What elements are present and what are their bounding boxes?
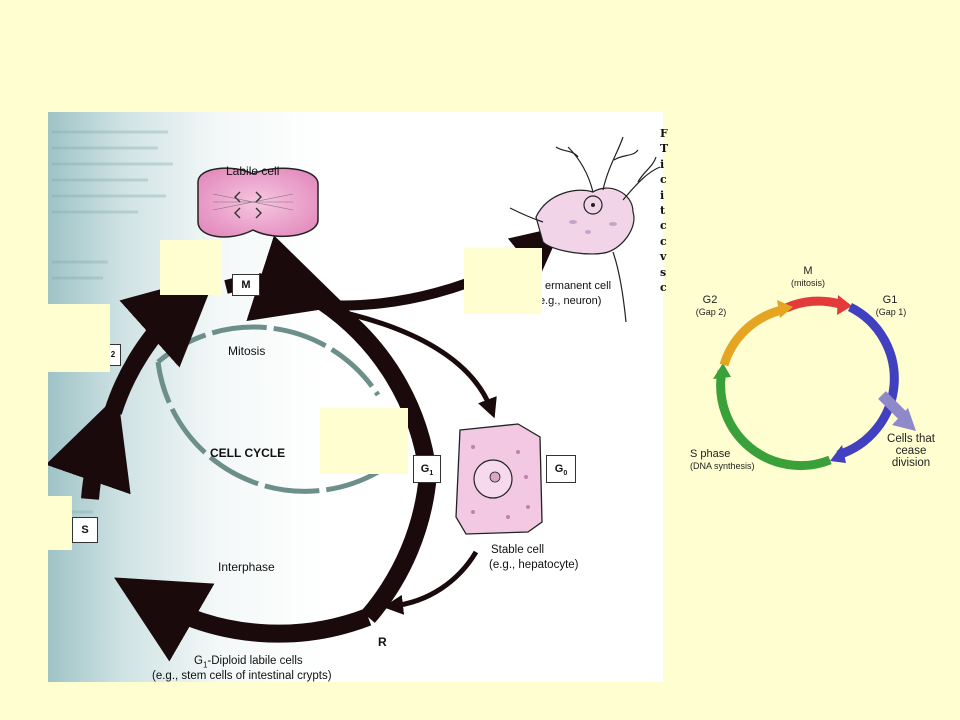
caption-g: G [194, 655, 203, 667]
neuron-drawing [509, 136, 661, 323]
figure-drawing [48, 112, 663, 682]
edge-char: t [660, 204, 666, 218]
g1-subscript: 1 [429, 470, 434, 478]
caption-rest: -Diploid labile cells [207, 655, 303, 667]
answer-box-permanent [464, 248, 542, 314]
cell-cycle-wheel: M (mitosis) G1 (Gap 1) G2 (Gap 2) S phas… [680, 255, 960, 500]
wheel-g2-sub: (Gap 2) [695, 307, 727, 317]
permanent-cell-label: ermanent cell [545, 280, 612, 292]
phase-m-box: M [232, 274, 260, 296]
edge-char: c [660, 173, 667, 187]
hepatocyte-drawing [455, 423, 543, 535]
caption-line-1: G1-Diploid labile cells [194, 655, 303, 669]
answer-box-s [48, 496, 72, 550]
edge-char: v [660, 250, 667, 264]
wheel-g1-label: G1 [882, 294, 898, 306]
phase-s-box: S [72, 517, 98, 543]
edge-char: c [660, 219, 667, 233]
cropped-text-column: F T i c i t c c v s c [660, 126, 670, 295]
restriction-point-label: R [378, 635, 387, 649]
wheel-g1-sub: (Gap 1) [875, 307, 907, 317]
wheel-s-sub: (DNA synthesis) [690, 461, 755, 471]
caption-line-2: (e.g., stem cells of intestinal crypts) [152, 670, 332, 682]
mitosis-label: Mitosis [228, 344, 266, 358]
cell-cycle-figure: Labile cell ermanent cell e.g., neuron) … [48, 112, 663, 682]
stable-cell-example: (e.g., hepatocyte) [489, 559, 579, 571]
phase-g1-box: G1 [413, 455, 441, 483]
labile-cell-label: Labile cell [226, 164, 280, 178]
wheel-g2-label: G2 [702, 294, 718, 306]
answer-box-labile [160, 240, 222, 295]
edge-char: i [660, 188, 665, 202]
caption-g-subscript: 1 [202, 660, 208, 670]
wheel-m-sub: (mitosis) [791, 278, 825, 288]
answer-box-g2 [48, 304, 110, 372]
stable-cell-label: Stable cell [491, 544, 545, 556]
edge-char: T [660, 142, 669, 156]
edge-char: i [660, 157, 665, 171]
wheel-exit-label: Cells that cease division [887, 433, 935, 470]
edge-char: s [660, 265, 667, 279]
phase-g0-box: G0 [546, 455, 576, 483]
g1-letter: G [420, 463, 430, 475]
cell-cycle-label: CELL CYCLE [210, 446, 286, 460]
labile-cell-drawing [197, 167, 319, 238]
wheel-drawing [713, 295, 916, 471]
wheel-s-label: S phase [690, 448, 731, 460]
g0-subscript: 0 [563, 470, 568, 478]
g0-letter: G [554, 463, 564, 475]
edge-char: c [660, 234, 667, 248]
wheel-m-label: M [803, 265, 813, 277]
edge-char: F [660, 127, 668, 140]
interphase-label: Interphase [218, 560, 275, 574]
permanent-cell-example: e.g., neuron) [539, 295, 602, 307]
answer-box-cycle [320, 408, 408, 474]
edge-char: c [660, 281, 667, 295]
